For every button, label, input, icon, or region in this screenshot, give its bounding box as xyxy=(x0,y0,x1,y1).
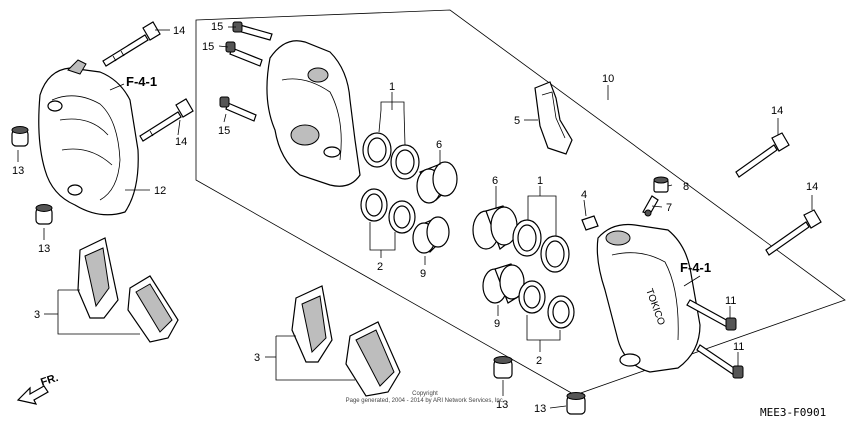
collar-13b[interactable] xyxy=(35,204,53,225)
callout-14b: 14 xyxy=(175,136,187,148)
callout-14d: 14 xyxy=(806,181,818,193)
bleeder-valve[interactable] xyxy=(642,195,659,217)
copyright-notice: Page generated, 2004 - 2014 by ARI Netwo… xyxy=(346,398,505,404)
piston-9-center[interactable] xyxy=(412,216,450,254)
left-brake-pads[interactable] xyxy=(77,237,179,343)
forward-direction-arrow xyxy=(16,385,49,405)
left-caliper-body[interactable] xyxy=(38,59,139,216)
piston-6-right[interactable] xyxy=(472,205,518,250)
pad-pin-lower[interactable] xyxy=(696,344,744,379)
callout-15c: 15 xyxy=(218,125,230,137)
callout-13d: 13 xyxy=(534,403,546,415)
callout-1-right: 1 xyxy=(537,175,543,187)
caliper-assembly-outline xyxy=(195,9,846,396)
collar-13d[interactable] xyxy=(566,392,586,415)
collar-13a[interactable] xyxy=(11,126,29,147)
center-brake-pads[interactable] xyxy=(291,285,401,397)
bleeder-screw-8[interactable] xyxy=(653,176,669,193)
piston-seals-upper-center[interactable] xyxy=(362,132,420,180)
copyright-title: Copyright xyxy=(412,391,438,397)
callout-3-left: 3 xyxy=(34,309,40,321)
callout-13c: 13 xyxy=(496,399,508,411)
bolt-15a[interactable] xyxy=(232,21,273,41)
callout-15a: 15 xyxy=(211,21,223,33)
callout-15b: 15 xyxy=(202,41,214,53)
dust-seals-lower-right[interactable] xyxy=(518,280,575,329)
bleeder-cap[interactable] xyxy=(581,215,599,231)
callout-4: 4 xyxy=(581,189,587,201)
piston-9-right[interactable] xyxy=(482,263,525,304)
leader-lines xyxy=(17,26,813,409)
left-caliper-bolt-lower[interactable] xyxy=(139,98,194,142)
callout-12: 12 xyxy=(154,185,166,197)
callout-7: 7 xyxy=(666,202,672,214)
callout-11-lower: 11 xyxy=(733,341,744,353)
right-caliper-bolt-lower[interactable] xyxy=(765,209,822,256)
callout-11-upper: 11 xyxy=(725,295,736,307)
ref-f41-right: F-4-1 xyxy=(680,260,711,275)
piston-6-center[interactable] xyxy=(416,161,458,204)
callout-10: 10 xyxy=(602,73,614,85)
callout-6-center: 6 xyxy=(436,139,442,151)
callout-9-right: 9 xyxy=(494,318,500,330)
ref-f41-left: F-4-1 xyxy=(126,74,157,89)
callout-3-center: 3 xyxy=(254,352,260,364)
callout-2-right: 2 xyxy=(536,355,542,367)
bolt-15b[interactable] xyxy=(225,41,263,67)
pad-spring[interactable] xyxy=(534,81,573,155)
callout-1-center: 1 xyxy=(389,81,395,93)
callout-13a: 13 xyxy=(12,165,24,177)
outer-caliper-half[interactable] xyxy=(596,223,701,373)
diagram-code: MEE3-F0901 xyxy=(760,406,826,419)
callout-6-right: 6 xyxy=(492,175,498,187)
callout-numbers: 1 1 2 2 3 3 4 5 6 6 7 8 9 9 10 11 11 12 … xyxy=(12,21,818,415)
piston-seals-upper-right[interactable] xyxy=(512,219,570,273)
callout-5: 5 xyxy=(514,115,520,127)
bolt-15c[interactable] xyxy=(219,96,257,122)
right-caliper-bolt-upper[interactable] xyxy=(735,132,790,178)
callout-14c: 14 xyxy=(771,105,783,117)
collar-13c[interactable] xyxy=(493,356,513,379)
callout-13b: 13 xyxy=(38,243,50,255)
callout-14a: 14 xyxy=(173,25,185,37)
callout-9-center: 9 xyxy=(420,268,426,280)
callout-8: 8 xyxy=(683,181,689,193)
callout-2-center: 2 xyxy=(377,261,383,273)
inner-caliper-half[interactable] xyxy=(266,40,361,187)
dust-seals-lower-center[interactable] xyxy=(360,188,416,234)
pad-pin-upper[interactable] xyxy=(686,299,737,331)
direction-label: FR. xyxy=(39,372,60,389)
left-caliper-bolt-upper[interactable] xyxy=(102,21,161,67)
